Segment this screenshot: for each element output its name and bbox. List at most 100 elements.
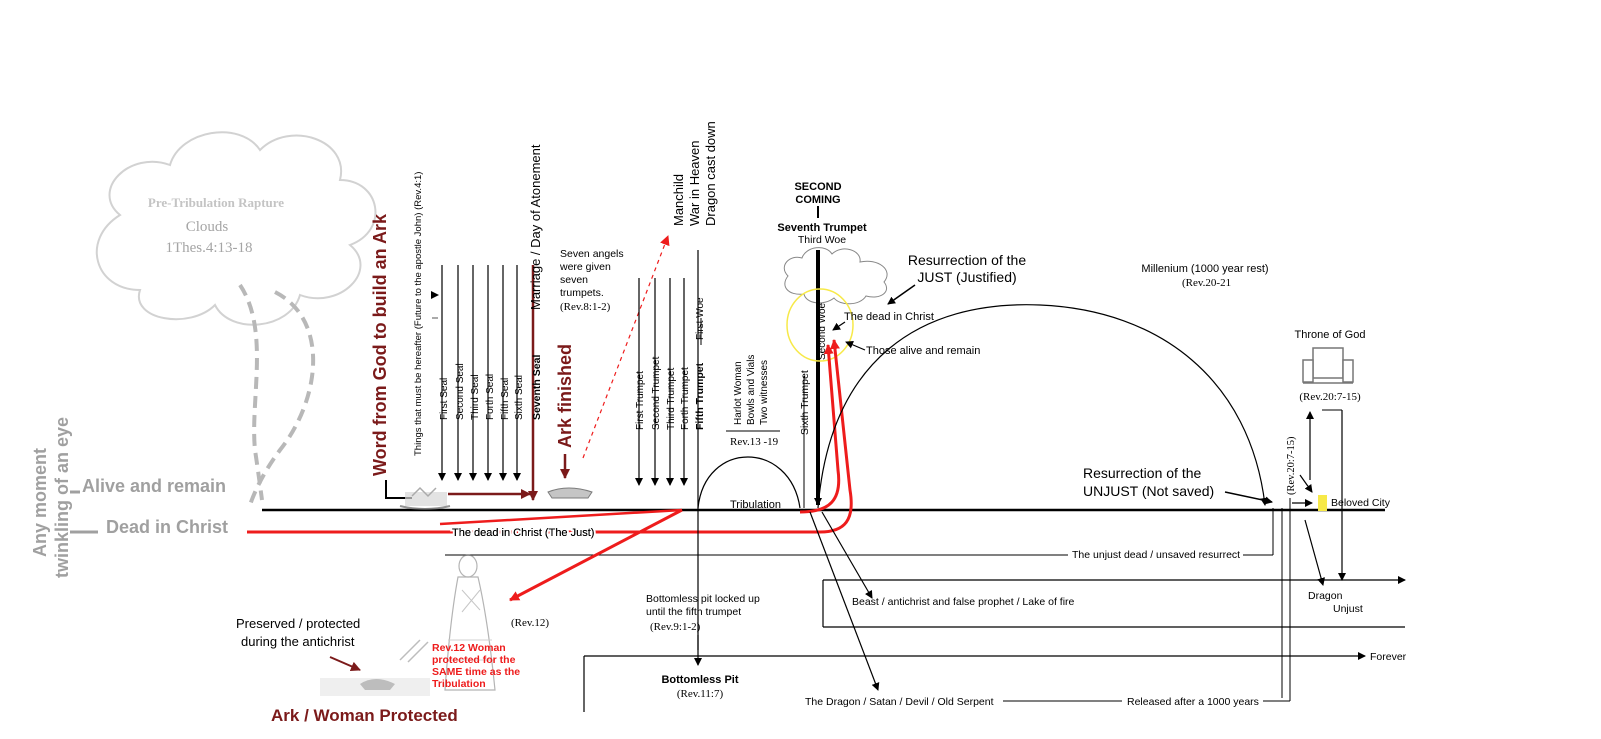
seals-section: Things that must be hereafter (Future to… [413, 144, 543, 501]
svg-text:Dragon: Dragon [1308, 590, 1343, 602]
svg-text:seven: seven [560, 274, 588, 286]
ark-section: Word from God to build an Ark Ark finish… [370, 213, 670, 510]
svg-text:The Dragon / Satan / Devil / O: The Dragon / Satan / Devil / Old Serpent [805, 696, 994, 708]
millenium-section: Millenium (1000 year rest) (Rev.20-21 [817, 263, 1269, 509]
svg-text:The dead in Christ (The Just): The dead in Christ (The Just) [452, 527, 594, 539]
svg-text:(Rev.11:7): (Rev.11:7) [677, 688, 724, 700]
hereafter-label: Things that must be hereafter (Future to… [413, 172, 424, 456]
dead-just-line-label: The dead in Christ (The Just) [452, 527, 594, 539]
svg-text:were given: were given [559, 261, 611, 273]
thes-ref: 1Thes.4:13-18 [165, 240, 252, 256]
svg-text:Released after a 1000 years: Released after a 1000 years [1127, 696, 1259, 708]
svg-text:Bowls and Vials: Bowls and Vials [746, 355, 757, 425]
svg-text:Beloved City: Beloved City [1331, 497, 1391, 509]
svg-text:Rev.13 -19: Rev.13 -19 [730, 436, 779, 448]
svg-text:COMING: COMING [795, 194, 840, 206]
svg-text:Third Woe: Third Woe [798, 234, 846, 246]
unjust-dead-line: The unjust dead / unsaved resurrect [445, 508, 1274, 561]
svg-text:(Rev.20-21: (Rev.20-21 [1182, 277, 1231, 289]
svg-text:Seven angels: Seven angels [560, 248, 624, 260]
seal-2: Second Seal [455, 363, 466, 420]
rapture-cloud: Pre-Tribulation Rapture Clouds 1Thes.4:1… [95, 131, 377, 506]
alive-remain-label: Alive and remain [82, 476, 226, 496]
svg-text:Bottomless pit locked up: Bottomless pit locked up [646, 593, 760, 605]
svg-text:Second Woe: Second Woe [817, 302, 828, 360]
svg-text:Manchild: Manchild [671, 174, 686, 226]
trumpet-4: Forth Trumpet [680, 367, 691, 430]
svg-text:Resurrection of the: Resurrection of the [1083, 465, 1201, 481]
svg-text:Sixth Trumpet: Sixth Trumpet [799, 370, 811, 435]
svg-text:The unjust dead / unsaved resu: The unjust dead / unsaved resurrect [1072, 549, 1240, 561]
svg-text:Unjust: Unjust [1333, 603, 1363, 615]
preserved-section: Preserved / protected during the antichr… [236, 616, 458, 725]
svg-text:Millenium (1000 year rest): Millenium (1000 year rest) [1141, 263, 1268, 275]
svg-text:UNJUST (Not saved): UNJUST (Not saved) [1083, 483, 1214, 499]
forever-section: Forever [583, 651, 1407, 712]
svg-text:Resurrection of the: Resurrection of the [908, 252, 1026, 268]
left-labels: Any moment twinkling of an eye Alive and… [30, 417, 228, 578]
any-moment-label: Any moment [30, 448, 50, 557]
throne-section: Throne of God (Rev.20:7-15) [1295, 329, 1366, 581]
beloved-city-marker [1318, 495, 1327, 511]
tribulation-section: Harlot Woman Bowls and Vials Two witness… [697, 355, 801, 511]
svg-text:SAME time as the: SAME time as the [432, 666, 520, 678]
svg-text:SECOND: SECOND [794, 181, 841, 193]
ark-woman-protected: Ark / Woman Protected [271, 706, 458, 725]
trumpet-2: Second Trumpet [651, 356, 662, 430]
woman-drawing [444, 554, 496, 691]
beast-section: Beast / antichrist and false prophet / L… [809, 511, 1406, 691]
svg-text:Throne of God: Throne of God [1295, 329, 1366, 341]
manchild-note: Manchild War in Heaven Dragon cast down [671, 121, 718, 226]
trumpets-section: First Trumpet Second Trumpet Third Trump… [635, 250, 706, 650]
resurrection-unjust: Resurrection of the UNJUST (Not saved) (… [1083, 436, 1391, 698]
trumpet-1: First Trumpet [635, 371, 646, 430]
second-coming-section: SECOND COMING Seventh Trumpet Third Woe … [777, 181, 888, 508]
seal-7: Seventh Seal [531, 355, 543, 420]
svg-text:until the fifth trumpet: until the fifth trumpet [646, 606, 741, 618]
ark-drawing-3 [320, 639, 430, 696]
dead-in-christ-label: Dead in Christ [106, 517, 228, 537]
svg-text:Two witnesses: Two witnesses [759, 360, 770, 425]
ark-drawing-2 [547, 487, 593, 499]
ark-finished-label: Ark finished [555, 344, 575, 448]
svg-text:(Rev.9:1-2): (Rev.9:1-2) [650, 621, 701, 633]
trumpet-3: Third Trumpet [666, 368, 677, 430]
svg-text:War in Heaven: War in Heaven [687, 141, 702, 227]
svg-text:Bottomless Pit: Bottomless Pit [661, 674, 738, 686]
bottomless-section: Bottomless pit locked up until the fifth… [646, 593, 760, 700]
marriage-label: Marriage / Day of Atonement [528, 144, 543, 310]
word-from-god-label: Word from God to build an Ark [370, 213, 390, 476]
seal-3: Third Seal [470, 374, 481, 420]
ark-drawing-1 [399, 486, 451, 510]
tribulation-label: Tribulation [730, 499, 781, 511]
seal-5: Fifth Seal [500, 378, 511, 420]
svg-text:Harlot Woman: Harlot Woman [733, 361, 744, 425]
svg-text:The dead in Christ: The dead in Christ [844, 311, 934, 323]
svg-text:Preserved / protected: Preserved / protected [236, 616, 360, 631]
svg-text:(Rev.12): (Rev.12) [511, 617, 549, 629]
twinkling-label: twinkling of an eye [52, 417, 72, 578]
clouds-label: Clouds [186, 219, 229, 235]
woman-section: (Rev.12) Rev.12 Woman protected for the … [432, 508, 683, 691]
svg-text:(Rev.8:1-2): (Rev.8:1-2) [560, 301, 611, 313]
svg-text:trumpets.: trumpets. [560, 287, 604, 299]
svg-text:Rev.12 Woman: Rev.12 Woman [432, 642, 506, 654]
seven-angels-note: Seven angels were given seven trumpets. … [559, 248, 624, 313]
throne-icon [1302, 347, 1354, 384]
seal-4: Forth Seal [485, 374, 496, 420]
svg-text:(Rev.20:7-15): (Rev.20:7-15) [1286, 436, 1297, 495]
seal-1: First Seal [439, 378, 450, 420]
svg-text:protected for the: protected for the [432, 654, 516, 666]
svg-text:Forever: Forever [1370, 651, 1407, 663]
seal-lines [438, 265, 538, 501]
svg-text:JUST (Justified): JUST (Justified) [917, 269, 1016, 285]
svg-text:Tribulation: Tribulation [432, 678, 486, 690]
resurrection-just: Resurrection of the JUST (Justified) The… [799, 252, 1026, 534]
svg-text:Those alive and remain: Those alive and remain [866, 345, 980, 357]
svg-text:during the antichrist: during the antichrist [241, 634, 355, 649]
seal-6: Sixth Seal [514, 375, 525, 420]
rapture-title: Pre-Tribulation Rapture [148, 195, 284, 210]
svg-text:Dragon cast down: Dragon cast down [703, 121, 718, 226]
svg-text:Beast / antichrist and false p: Beast / antichrist and false prophet / L… [852, 596, 1075, 608]
